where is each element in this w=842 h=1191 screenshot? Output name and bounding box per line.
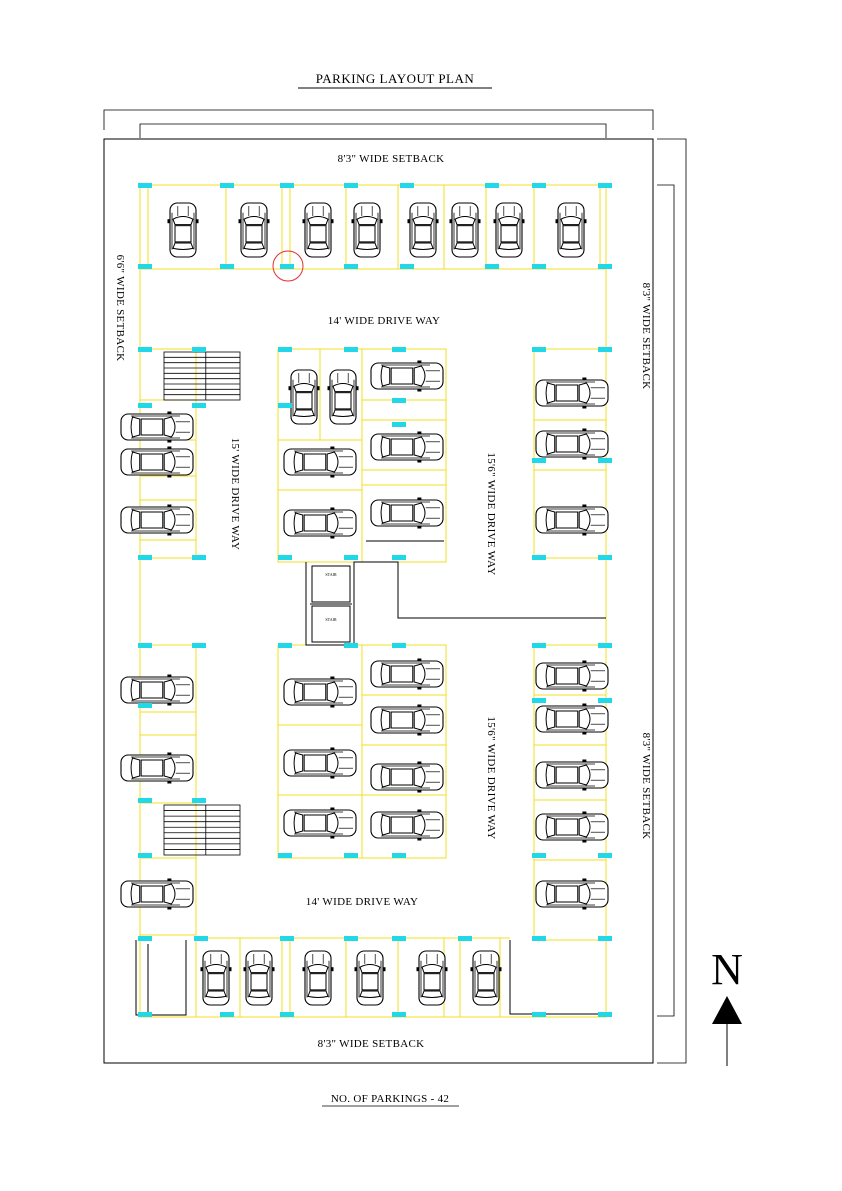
car-icon (327, 369, 359, 425)
car-icon (535, 759, 609, 791)
setback-left-label: 6'6" WIDE SETBACK (114, 255, 126, 362)
car-icon (493, 202, 525, 258)
car-icon (535, 878, 609, 910)
car-icon (535, 428, 609, 460)
car-icon (354, 950, 386, 1006)
drive-left-label: 15' WIDE DRIVE WAY (229, 438, 241, 551)
drive-right-top-label: 15'6" WIDE DRIVE WAY (485, 452, 497, 575)
setback-right-top-label: 8'3" WIDE SETBACK (640, 283, 652, 390)
bottom-left-room (135, 940, 604, 1016)
car-icon (370, 360, 444, 392)
car-icon (535, 703, 609, 735)
car-icon (243, 950, 275, 1006)
drive-bottom-label: 14' WIDE DRIVE WAY (306, 896, 419, 908)
car-icon (416, 950, 448, 1006)
parking-count-label: NO. OF PARKINGS - 42 (331, 1093, 449, 1105)
car-icon (407, 202, 439, 258)
car-icon (283, 507, 357, 539)
parking-area-outline (139, 184, 607, 1018)
core-room-label: STAIR (325, 617, 337, 622)
central-core-walls (305, 540, 606, 646)
car-icon (120, 504, 194, 536)
north-label: N (711, 945, 743, 994)
car-icon (370, 809, 444, 841)
car-icon (370, 658, 444, 690)
setback-top-label: 8'3" WIDE SETBACK (338, 153, 445, 165)
car-icon (449, 202, 481, 258)
top-dimension-lines (103, 109, 654, 138)
setback-bottom-label: 8'3" WIDE SETBACK (318, 1038, 425, 1050)
highlight-circle (272, 250, 304, 282)
car-icons (120, 202, 609, 1006)
car-icon (351, 202, 383, 258)
north-arrow-icon (712, 996, 742, 1066)
car-icon (283, 676, 357, 708)
drive-right-bottom-label: 15'6" WIDE DRIVE WAY (485, 716, 497, 839)
car-icon (535, 504, 609, 536)
car-icon (120, 446, 194, 478)
car-icon (288, 369, 320, 425)
car-icon (535, 811, 609, 843)
core-room-label: STAIR (325, 572, 337, 577)
car-icon (302, 202, 334, 258)
setback-right-bottom-label: 8'3" WIDE SETBACK (640, 733, 652, 840)
car-icon (370, 431, 444, 463)
car-icon (370, 761, 444, 793)
car-icon (535, 660, 609, 692)
car-icon (555, 202, 587, 258)
car-icon (200, 950, 232, 1006)
car-icon (370, 704, 444, 736)
right-dimension-lines (657, 138, 687, 1064)
car-icon (283, 807, 357, 839)
car-icon (470, 950, 502, 1006)
car-icon (535, 377, 609, 409)
plot-boundary (103, 138, 654, 1064)
car-icon (167, 202, 199, 258)
stair-blocks (163, 351, 241, 856)
car-icon (283, 446, 357, 478)
car-icon (120, 878, 194, 910)
car-icon (120, 411, 194, 443)
car-icon (120, 752, 194, 784)
car-icon (238, 202, 270, 258)
plan-title: PARKING LAYOUT PLAN (316, 71, 475, 86)
column-markers (138, 183, 612, 1017)
car-icon (283, 747, 357, 779)
drive-top-label: 14' WIDE DRIVE WAY (328, 315, 441, 327)
car-icon (120, 674, 194, 706)
car-icon (302, 950, 334, 1006)
car-icon (370, 497, 444, 529)
